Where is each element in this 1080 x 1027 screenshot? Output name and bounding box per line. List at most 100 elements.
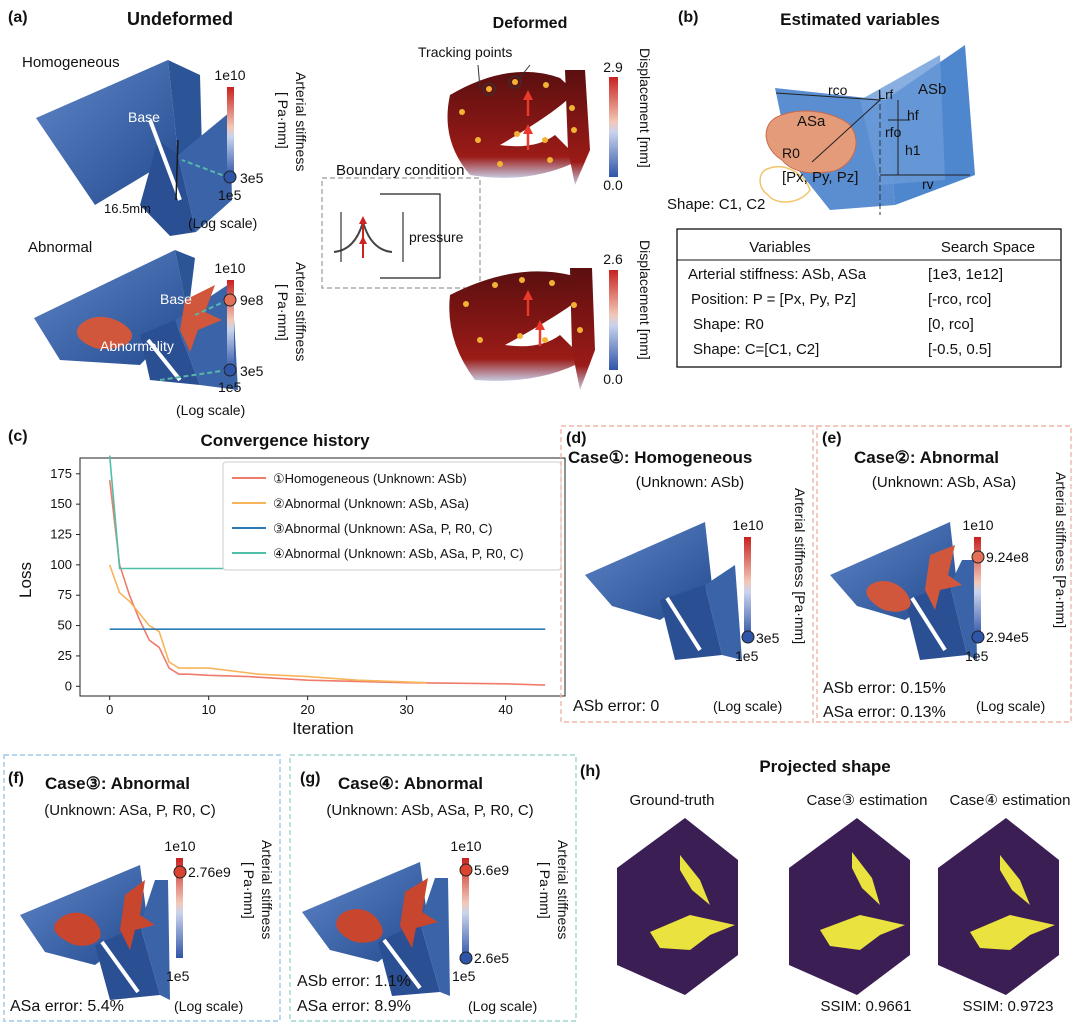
case3-cb-axis: Arterial stiffness: [259, 840, 275, 939]
chart-xlabel: Iteration: [292, 719, 353, 738]
chart-plot-frame: [79, 457, 566, 697]
table-header-search-space: Search Space: [941, 239, 1035, 256]
cb1-scale-label: (Log scale): [188, 215, 257, 231]
chart-x-ticks: 0 10 20 30 40: [106, 696, 513, 717]
legend-label-1: ①Homogeneous (Unknown: ASb): [273, 471, 467, 486]
x-tick-label: 20: [300, 702, 314, 717]
chart-legend: ①Homogeneous (Unknown: ASb)②Abnormal (Un…: [222, 461, 562, 571]
table-row-2-variable: Position: P = [Px, Py, Pz]: [691, 291, 856, 308]
case3-error: ASa error: 5.4%: [10, 998, 124, 1015]
y-tick-label: 100: [50, 557, 72, 572]
cb2-scale-label: (Log scale): [176, 402, 245, 418]
base-label-abnormal: Base: [160, 291, 192, 307]
case3-cb-unit: [ Pa·mm]: [241, 862, 257, 919]
panel-g: (g) Case④: Abnormal (Unknown: ASb, ASa, …: [289, 754, 577, 1022]
cb2-bottom-label: 1e5: [218, 379, 242, 395]
h1-label: h1: [905, 142, 921, 158]
dimension-label: 16.5mm: [104, 201, 151, 216]
pointer-arrow: [181, 159, 231, 179]
case1-cb-axis: Arterial stiffness [Pa·mm]: [792, 488, 808, 644]
disp1-top-label: 2.9: [603, 59, 623, 75]
x-tick-label: 10: [201, 702, 215, 717]
panel-b: (b) Estimated variables rco Lrf ASb ASa …: [667, 9, 1062, 368]
case4-ssim: SSIM: 0.9723: [963, 998, 1054, 1015]
x-tick-label: 30: [399, 702, 413, 717]
panel-d: (d) Case①: Homogeneous (Unknown: ASb) 1e…: [560, 425, 814, 723]
case4-scale: (Log scale): [468, 998, 537, 1014]
case2-cb-top: 1e10: [962, 517, 993, 533]
cb1-bottom-label: 1e5: [218, 187, 242, 203]
y-tick-label: 150: [50, 496, 72, 511]
case4-subtitle: (Unknown: ASb, ASa, P, R0, C): [326, 802, 533, 819]
pxyz-label: [Px, Py, Pz]: [782, 169, 858, 186]
series-line-1: [108, 479, 546, 686]
stiffness-colorbar-abnormal: [223, 280, 237, 377]
panel-a-label: (a): [8, 9, 28, 26]
shape-c-label: Shape: C1, C2: [667, 196, 765, 213]
panel-c-label: (c): [8, 428, 28, 445]
geometry-diagram: [759, 45, 975, 215]
y-tick-label: 50: [58, 618, 72, 633]
base-label-homogeneous: Base: [128, 109, 160, 125]
y-tick-label: 125: [50, 527, 72, 542]
panel-d-frame: [560, 425, 814, 723]
abnormal-valve-3d: [34, 250, 238, 390]
pointer-arrow-2: [194, 299, 229, 316]
case4-colorbar: [459, 858, 473, 965]
series-line-2: [108, 564, 427, 684]
x-tick-label: 40: [498, 702, 512, 717]
case3-estimation-label: Case③ estimation: [807, 792, 928, 809]
lrf-label: Lrf: [878, 87, 894, 102]
panel-f-label: (f): [8, 770, 24, 787]
case4-title: Case④: Abnormal: [338, 774, 483, 793]
cb1-marker-label: 3e5: [240, 170, 264, 186]
case1-scale: (Log scale): [713, 698, 782, 714]
disp2-axis-label: Displacement [mm]: [637, 240, 653, 360]
asb-label: ASb: [918, 81, 946, 98]
chart-title: Convergence history: [200, 431, 370, 450]
cb2-top-label: 1e10: [214, 260, 245, 276]
case2-error-asb: ASb error: 0.15%: [823, 680, 946, 697]
case4-error-asa: ASa error: 8.9%: [297, 998, 411, 1015]
x-tick-label: 0: [106, 702, 113, 717]
projection-ground-truth: [617, 818, 738, 995]
disp1-bottom-label: 0.0: [603, 177, 623, 193]
panel-e: (e) Case②: Abnormal (Unknown: ASb, ASa) …: [816, 425, 1072, 723]
deformed-valve-top: [447, 64, 590, 185]
panel-h: (h) Projected shape Ground-truth Case③ e…: [580, 757, 1071, 1015]
cb1-axis-label: Arterial stiffness: [293, 72, 309, 171]
panel-d-label: (d): [566, 430, 586, 447]
panel-a: (a) Undeformed Deformed Homogeneous Base…: [8, 9, 653, 418]
homogeneous-label: Homogeneous: [22, 54, 120, 71]
y-tick-label: 25: [58, 648, 72, 663]
table-row-3-range: [0, rco]: [928, 316, 974, 333]
deformed-title: Deformed: [493, 15, 568, 32]
case1-cb-marker: 3e5: [756, 630, 780, 646]
stiffness-colorbar-homogeneous: [223, 87, 237, 184]
case4-cb-top: 1e10: [450, 838, 481, 854]
panel-e-frame: [816, 425, 1072, 723]
case3-subtitle: (Unknown: ASa, P, R0, C): [44, 802, 215, 819]
disp1-axis-label: Displacement [mm]: [637, 48, 653, 168]
abnormal-label: Abnormal: [28, 239, 92, 256]
pressure-label: pressure: [409, 229, 464, 245]
table-header-variables: Variables: [749, 239, 810, 256]
table-row-3-variable: Shape: R0: [693, 316, 764, 333]
table-row-1-variable: Arterial stiffness: ASb, ASa: [688, 266, 867, 283]
case1-subtitle: (Unknown: ASb): [636, 474, 744, 491]
case1-valve-3d: [585, 522, 742, 660]
rco-label: rco: [828, 82, 848, 98]
case3-cb-bottom: 1e5: [166, 968, 190, 984]
case3-scale: (Log scale): [174, 998, 243, 1014]
panel-e-label: (e): [822, 430, 842, 447]
case4-cb-axis: Arterial stiffness: [555, 840, 571, 939]
cb2-marker2-label: 3e5: [240, 363, 264, 379]
hf-label: hf: [907, 107, 919, 123]
boundary-title: Boundary condition: [336, 162, 464, 179]
displacement-colorbar-bottom: [609, 270, 618, 370]
case3-colorbar: [173, 858, 187, 958]
case1-cb-bottom: 1e5: [735, 648, 759, 664]
panel-g-label: (g): [300, 770, 320, 787]
disp2-bottom-label: 0.0: [603, 371, 623, 387]
